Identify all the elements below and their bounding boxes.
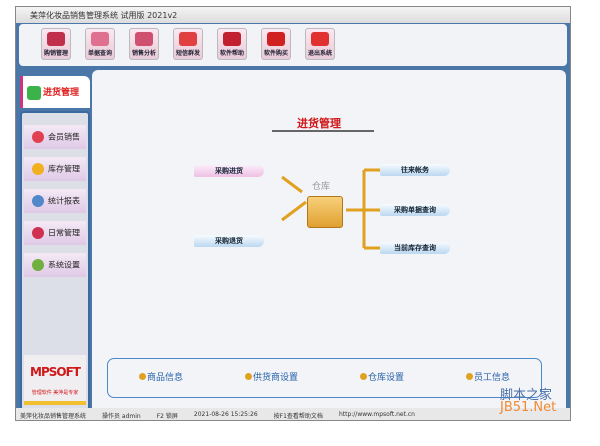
toolbar-button-5[interactable]: 软件购买 [261, 28, 291, 60]
menu-icon [32, 131, 44, 143]
title-bar: 美萍化妆品销售管理系统 试用版 2021v2 [16, 7, 570, 23]
purchase-in-button[interactable]: 采购进货 [194, 165, 264, 177]
menu-label: 库存管理 [48, 164, 80, 174]
logo-subtitle: 管理软件 美萍是专家 [31, 390, 79, 396]
sidebar-item-3[interactable]: 日常管理 [24, 221, 86, 245]
toolbar-icon [267, 32, 285, 46]
bullet-icon [138, 373, 146, 380]
toolbar-button-4[interactable]: 软件帮助 [217, 28, 247, 60]
sidebar-menu: 会员销售库存管理统计报表日常管理系统设置 MPSOFT 管理软件 美萍是专家 [20, 111, 90, 411]
title-divider [272, 130, 374, 132]
menu-icon [32, 163, 44, 175]
toolbar-button-0[interactable]: 购销管理 [41, 28, 71, 60]
active-label: 进货管理 [43, 88, 80, 98]
menu-label: 日常管理 [48, 228, 80, 238]
toolbar: 购销管理 单据查询 销售分析 短信群发 软件帮助 软件购买 退出系统 [19, 24, 567, 66]
right-button-1[interactable]: 采购单据查询 [380, 204, 450, 216]
toolbar-button-1[interactable]: 单据查询 [85, 28, 115, 60]
link-supplier[interactable]: 供货商设置 [244, 370, 298, 397]
menu-label: 系统设置 [48, 260, 80, 270]
app-window: 美萍化妆品销售管理系统 试用版 2021v2 购销管理 单据查询 销售分析 短信群发 软… [15, 6, 571, 421]
main-panel: 进货管理 采购进货 采购退货 仓库 往来帐务 采购单据查询 当前库存查询 商品信… [92, 70, 566, 415]
right-button-2[interactable]: 当前库存查询 [380, 242, 450, 254]
sidebar-item-1[interactable]: 库存管理 [24, 157, 86, 181]
bullet-icon [465, 373, 473, 380]
status-app: 美萍化妆品销售管理系统 [20, 413, 87, 420]
sidebar: 进货管理 会员销售库存管理统计报表日常管理系统设置 MPSOFT 管理软件 美萍是专… [20, 70, 90, 415]
toolbar-icon [47, 32, 65, 46]
sidebar-item-4[interactable]: 系统设置 [24, 253, 86, 277]
page-title: 进货管理 [297, 117, 341, 130]
right-button-0[interactable]: 往来帐务 [380, 164, 450, 176]
status-url[interactable]: http://www.mpsoft.net.cn [338, 411, 415, 418]
status-help: 按F1查看帮助文档 [273, 413, 323, 420]
watermark-2: JB51.Net [500, 400, 557, 415]
status-time: 2021-08-26 15:25:26 [193, 411, 258, 418]
toolbar-icon [223, 32, 241, 46]
link-staff[interactable]: 员工信息 [465, 370, 510, 397]
toolbar-label: 软件购买 [263, 50, 288, 57]
flow-arrows [281, 168, 380, 250]
bullet-icon [244, 373, 252, 380]
toolbar-icon [179, 32, 197, 46]
menu-label: 会员销售 [48, 132, 80, 142]
warehouse-box-icon[interactable] [307, 196, 343, 228]
status-operator: 操作员 admin [102, 413, 141, 420]
toolbar-label: 退出系统 [307, 50, 332, 57]
toolbar-label: 短信群发 [175, 50, 200, 57]
warehouse-label: 仓库 [312, 182, 331, 192]
toolbar-icon [91, 32, 109, 46]
link-warehouse[interactable]: 仓库设置 [359, 370, 404, 397]
sidebar-item-active[interactable]: 进货管理 [20, 76, 90, 108]
menu-icon [32, 195, 44, 207]
mpsoft-logo: MPSOFT 管理软件 美萍是专家 [24, 355, 86, 405]
menu-icon [32, 259, 44, 271]
sidebar-item-0[interactable]: 会员销售 [24, 125, 86, 149]
menu-icon [32, 227, 44, 239]
toolbar-label: 软件帮助 [219, 50, 244, 57]
watermark-1: 脚本之家 [500, 388, 553, 403]
menu-label: 统计报表 [48, 196, 80, 206]
quick-links: 商品信息 供货商设置 仓库设置 员工信息 [107, 358, 542, 398]
logo-text: MPSOFT [30, 365, 81, 379]
status-lock[interactable]: F2 锁屏 [156, 413, 178, 420]
link-goods[interactable]: 商品信息 [138, 370, 183, 397]
toolbar-label: 购销管理 [43, 50, 68, 57]
bullet-icon [359, 373, 367, 380]
toolbar-button-2[interactable]: 销售分析 [129, 28, 159, 60]
sidebar-item-2[interactable]: 统计报表 [24, 189, 86, 213]
toolbar-button-6[interactable]: 退出系统 [305, 28, 335, 60]
toolbar-label: 单据查询 [87, 50, 112, 57]
toolbar-label: 销售分析 [131, 50, 156, 57]
plus-icon [27, 85, 41, 100]
toolbar-icon [135, 32, 153, 46]
toolbar-button-3[interactable]: 短信群发 [173, 28, 203, 60]
purchase-return-button[interactable]: 采购退货 [194, 235, 264, 247]
toolbar-icon [311, 32, 329, 46]
status-bar: 美萍化妆品销售管理系统 操作员 admin F2 锁屏 2021-08-26 1… [16, 408, 570, 420]
